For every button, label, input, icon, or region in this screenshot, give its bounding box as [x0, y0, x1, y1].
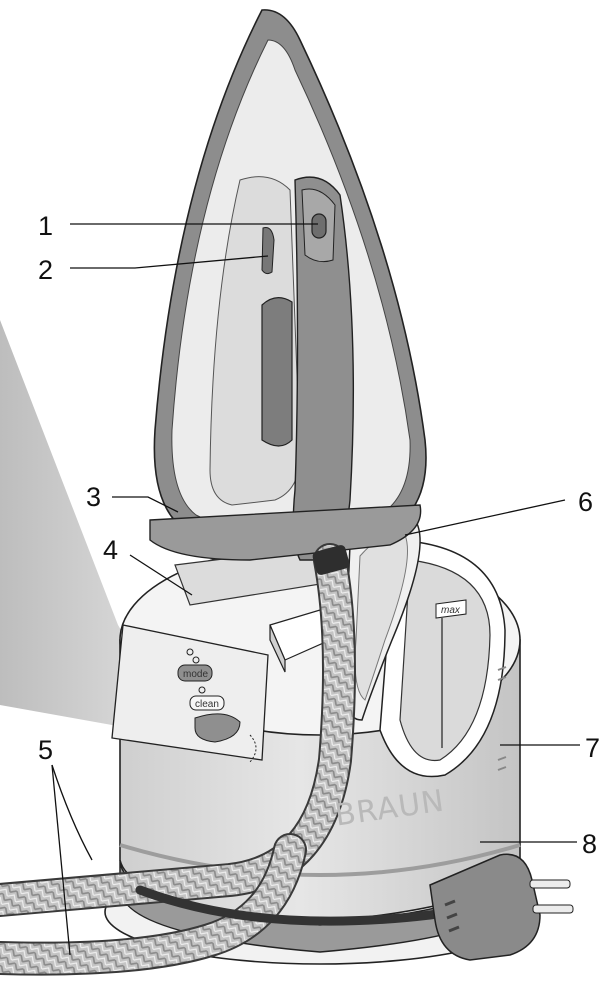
- leader-line-2: [70, 255, 269, 269]
- power-plug: [429, 853, 574, 961]
- leader-line-4: [129, 554, 193, 596]
- callout-8: 8: [582, 829, 597, 859]
- clean-button: [189, 695, 225, 711]
- mode-button-label: mode: [183, 669, 208, 680]
- callout-6: 6: [578, 487, 593, 517]
- control-panel: mode clean: [111, 624, 269, 763]
- tank-max-label: max: [441, 605, 461, 616]
- callout-4: 4: [103, 535, 118, 565]
- mode-button: [177, 664, 213, 682]
- highlight-beam: [0, 320, 185, 738]
- lock-dial: [194, 713, 241, 743]
- callout-1: 1: [38, 211, 53, 241]
- callout-2: 2: [38, 255, 53, 285]
- callout-5: 5: [38, 735, 53, 765]
- steam-iron: [149, 9, 427, 561]
- iron-lock-slider: [261, 227, 275, 275]
- steam-button: [311, 213, 327, 239]
- callout-7: 7: [585, 733, 600, 763]
- callout-3: 3: [86, 482, 101, 512]
- leader-line-5b: [51, 764, 71, 956]
- leader-line-6: [404, 499, 566, 536]
- leader-line-3: [112, 496, 179, 513]
- clean-button-label: clean: [195, 699, 219, 710]
- hose-collar: [312, 545, 350, 575]
- soleplate: [149, 504, 422, 561]
- leader-line-5a: [51, 764, 93, 861]
